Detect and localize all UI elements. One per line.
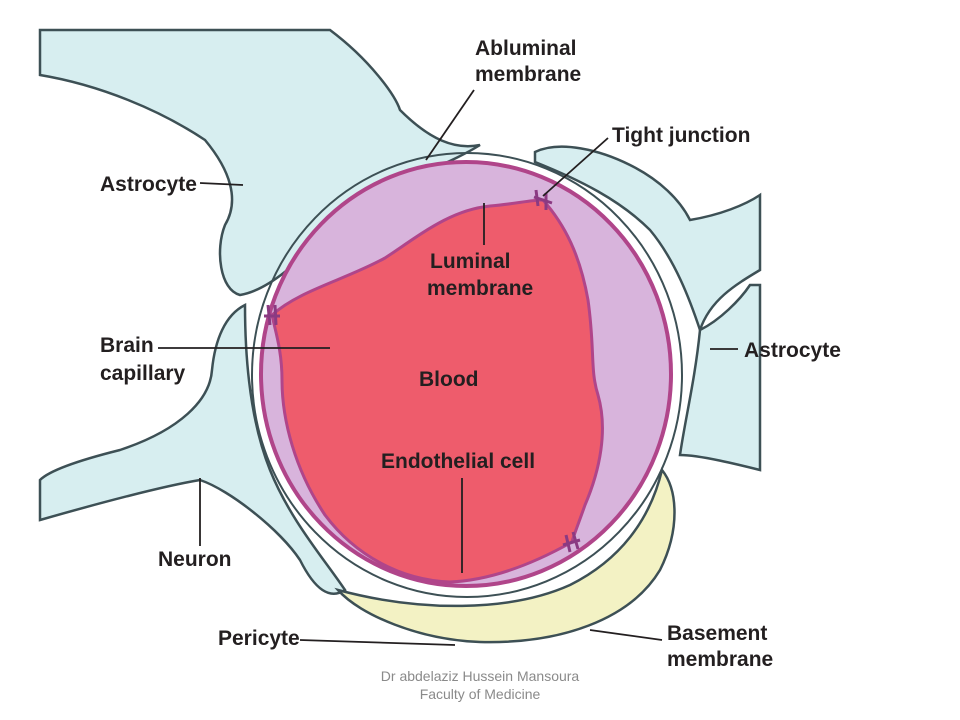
label-brain-capillary-line2: capillary (100, 362, 186, 385)
label-basement-line2: membrane (667, 648, 773, 671)
leader-astrocyte-left (199, 182, 244, 186)
astrocyte-top-left (38, 28, 481, 297)
blood-lumen (270, 198, 604, 584)
label-abluminal-line1: Abluminal (475, 37, 577, 60)
leader-pericyte (299, 639, 456, 646)
label-neuron: Neuron (158, 548, 232, 571)
label-abluminal-line2: membrane (475, 63, 581, 86)
tight-junction-top (533, 189, 553, 210)
label-astrocyte-left: Astrocyte (100, 173, 197, 196)
leader-basement (589, 629, 663, 641)
label-luminal-line2: membrane (427, 277, 533, 300)
footer-line2: Faculty of Medicine (419, 686, 541, 702)
footer-credit: Dr abdelaziz Hussein Mansoura Faculty of… (300, 667, 660, 703)
tight-junction-bottom (562, 531, 581, 553)
label-luminal-line1: Luminal (430, 250, 511, 273)
label-pericyte: Pericyte (218, 627, 300, 650)
basement-membrane (251, 152, 683, 598)
label-blood: Blood (419, 368, 478, 391)
label-tight-junction: Tight junction (612, 124, 750, 147)
label-astrocyte-right: Astrocyte (744, 339, 841, 362)
astrocyte-top-right (533, 145, 762, 334)
tight-junction-left (264, 304, 280, 326)
label-brain-capillary-line1: Brain (100, 334, 154, 357)
footer-line1: Dr abdelaziz Hussein Mansoura (380, 668, 580, 684)
leader-abluminal (425, 89, 475, 161)
leader-tight-junction (542, 137, 609, 197)
pericyte-cell (334, 467, 676, 644)
label-basement-line1: Basement (667, 622, 767, 645)
astrocyte-right (678, 283, 762, 472)
label-endothelial-cell: Endothelial cell (381, 450, 535, 473)
